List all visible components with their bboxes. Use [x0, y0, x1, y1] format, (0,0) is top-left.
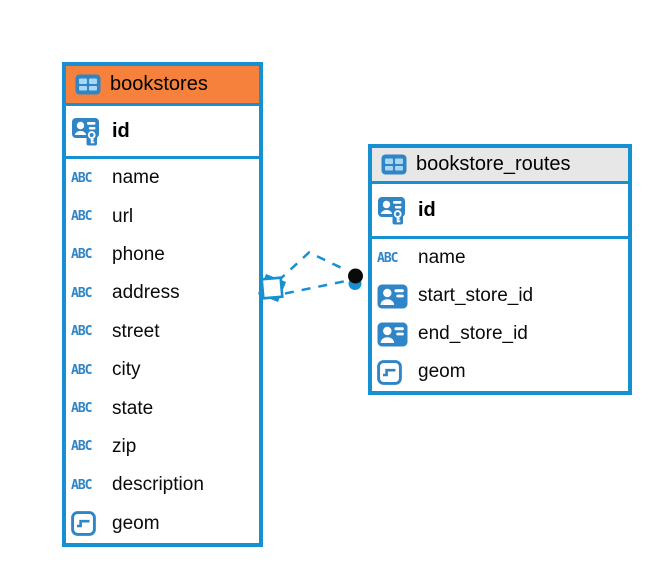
column-name: url: [112, 205, 134, 227]
column-name: start_store_id: [418, 285, 534, 306]
column-row[interactable]: ABC address: [66, 274, 259, 312]
table-bookstore-routes[interactable]: bookstore_routes id ABC name: [368, 144, 632, 395]
text-type-icon: ABC: [71, 170, 93, 186]
foreign-key-icon: [377, 322, 411, 347]
text-type-icon: ABC: [71, 209, 105, 224]
text-type-icon: ABC: [71, 439, 105, 454]
primary-key-icon: [377, 195, 411, 226]
column-name: id: [112, 119, 130, 142]
column-name: name: [112, 167, 160, 189]
table-bookstores[interactable]: bookstores id ABC name ABC url ABC: [62, 62, 263, 547]
column-row[interactable]: end_store_id: [372, 315, 628, 353]
column-row[interactable]: ABC url: [66, 197, 259, 235]
geometry-type-icon: [377, 359, 402, 385]
foreign-key-icon: [377, 284, 411, 309]
column-row-pk[interactable]: id: [372, 184, 628, 239]
foreign-key-icon: [377, 284, 408, 308]
primary-key-icon: [71, 116, 105, 147]
column-row[interactable]: ABC state: [66, 389, 259, 427]
text-type-icon: ABC: [71, 285, 93, 301]
column-name: name: [418, 247, 466, 268]
primary-key-icon: [72, 117, 99, 145]
table-icon: [75, 74, 102, 95]
column-row[interactable]: geom: [66, 505, 259, 543]
table-title: bookstore_routes: [416, 153, 571, 175]
text-type-icon: ABC: [71, 439, 93, 455]
column-row[interactable]: ABC name: [66, 159, 259, 197]
column-name: state: [112, 397, 154, 419]
text-type-icon: ABC: [71, 362, 93, 378]
table-icon: [381, 154, 407, 175]
column-name: city: [112, 359, 141, 381]
column-row[interactable]: ABC city: [66, 351, 259, 389]
text-type-icon: ABC: [71, 324, 105, 339]
table-bookstores-header[interactable]: bookstores: [66, 66, 259, 106]
geometry-type-icon: [377, 359, 411, 385]
geometry-type-icon: [71, 511, 96, 537]
table-title: bookstores: [110, 73, 208, 95]
column-name: geom: [418, 361, 466, 382]
column-name: address: [112, 282, 180, 304]
column-name: street: [112, 320, 160, 342]
table-icon: [75, 74, 101, 95]
text-type-icon: ABC: [71, 171, 105, 186]
column-row[interactable]: ABC phone: [66, 236, 259, 274]
text-type-icon: ABC: [71, 247, 93, 263]
column-name: end_store_id: [418, 323, 528, 344]
relationship-line-upper[interactable]: [277, 251, 348, 282]
text-type-icon: ABC: [71, 324, 93, 340]
column-name: id: [418, 198, 436, 221]
text-type-icon: ABC: [71, 286, 105, 301]
column-row[interactable]: ABC description: [66, 466, 259, 504]
column-row[interactable]: ABC name: [372, 239, 628, 277]
text-type-icon: ABC: [377, 251, 411, 266]
column-name: geom: [112, 512, 160, 534]
text-type-icon: ABC: [71, 209, 93, 225]
relationship-line-lower[interactable]: [284, 279, 347, 295]
column-row[interactable]: start_store_id: [372, 277, 628, 315]
text-type-icon: ABC: [71, 401, 105, 416]
text-type-icon: ABC: [71, 401, 93, 417]
column-name: phone: [112, 243, 165, 265]
column-name: description: [112, 474, 204, 496]
relationship-diamond-endpoint[interactable]: [257, 273, 287, 303]
table-bookstore-routes-header[interactable]: bookstore_routes: [372, 148, 628, 184]
primary-key-icon: [378, 196, 405, 224]
table-icon: [381, 154, 408, 175]
relationship-dot-endpoint[interactable]: [348, 268, 363, 291]
column-row[interactable]: geom: [372, 353, 628, 391]
foreign-key-icon: [377, 322, 408, 346]
column-name: zip: [112, 435, 137, 457]
column-row[interactable]: ABC street: [66, 313, 259, 351]
geometry-type-icon: [71, 511, 105, 537]
text-type-icon: ABC: [71, 363, 105, 378]
text-type-icon: ABC: [71, 247, 105, 262]
column-row[interactable]: ABC zip: [66, 428, 259, 466]
text-type-icon: ABC: [71, 478, 105, 493]
text-type-icon: ABC: [71, 477, 93, 493]
column-row-pk[interactable]: id: [66, 106, 259, 159]
text-type-icon: ABC: [377, 250, 399, 266]
